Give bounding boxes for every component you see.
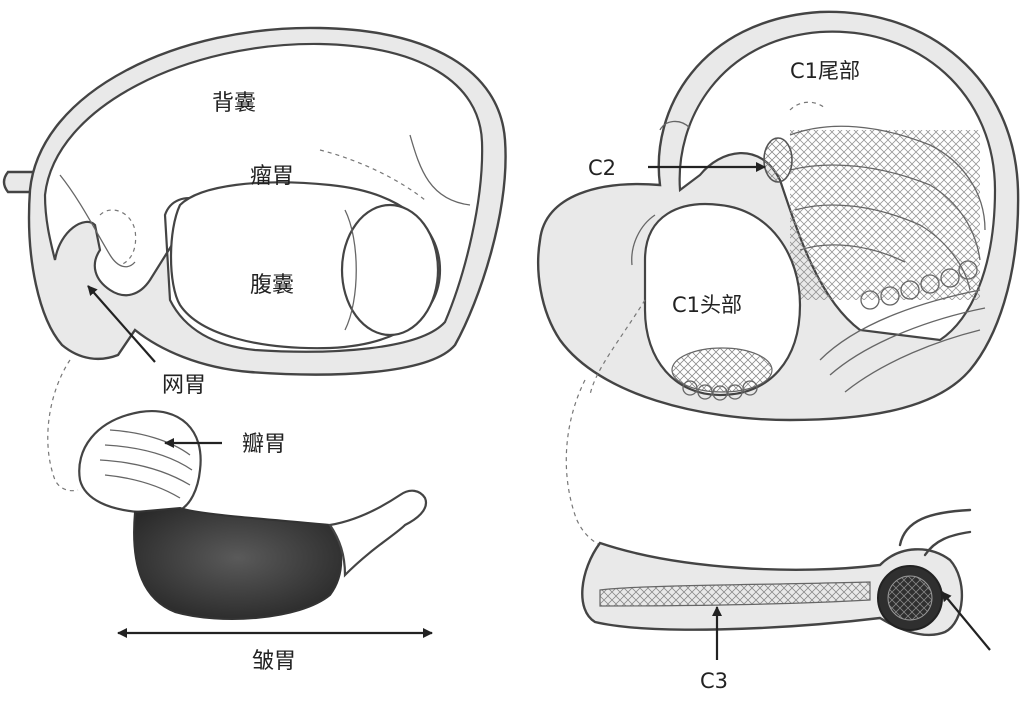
- c1-caudal-label: C1尾部: [790, 59, 860, 83]
- dorsal-sac-label: 背囊: [212, 91, 256, 116]
- c3-inner-lumen: [599, 581, 871, 607]
- camelid-stomach-diagram: C1尾部 C2 C1头部 C3: [537, 10, 1020, 693]
- cranial-sac-cells: [671, 347, 773, 401]
- pylorus-shape: [328, 489, 428, 578]
- abomasum-shape: [133, 506, 343, 620]
- ventral-bulges: [819, 260, 986, 393]
- omasum-shape: [78, 409, 202, 514]
- ruminant-stomach-diagram: 背囊 瘤胃 腹囊 网胃 瓣胃 皱胃: [2, 26, 507, 674]
- glandular-sac-cells: [789, 125, 986, 300]
- reticulum-label: 网胃: [162, 373, 206, 398]
- abomasum-label: 皱胃: [252, 649, 296, 674]
- omasum-label: 瓣胃: [242, 432, 286, 457]
- blind-sac-shape: [340, 203, 440, 337]
- ventral-sac-label: 腹囊: [250, 273, 294, 298]
- reticulum-arrow: [87, 285, 156, 363]
- c1-cranial-cavity: [643, 203, 802, 397]
- c3-bulb-arrow: [941, 591, 991, 651]
- c3-label: C3: [700, 669, 728, 693]
- c2-chamber: [763, 137, 793, 183]
- rumen-label: 瘤胃: [250, 164, 294, 189]
- c2-label: C2: [588, 156, 616, 180]
- c1-cranial-label: C1头部: [672, 293, 742, 317]
